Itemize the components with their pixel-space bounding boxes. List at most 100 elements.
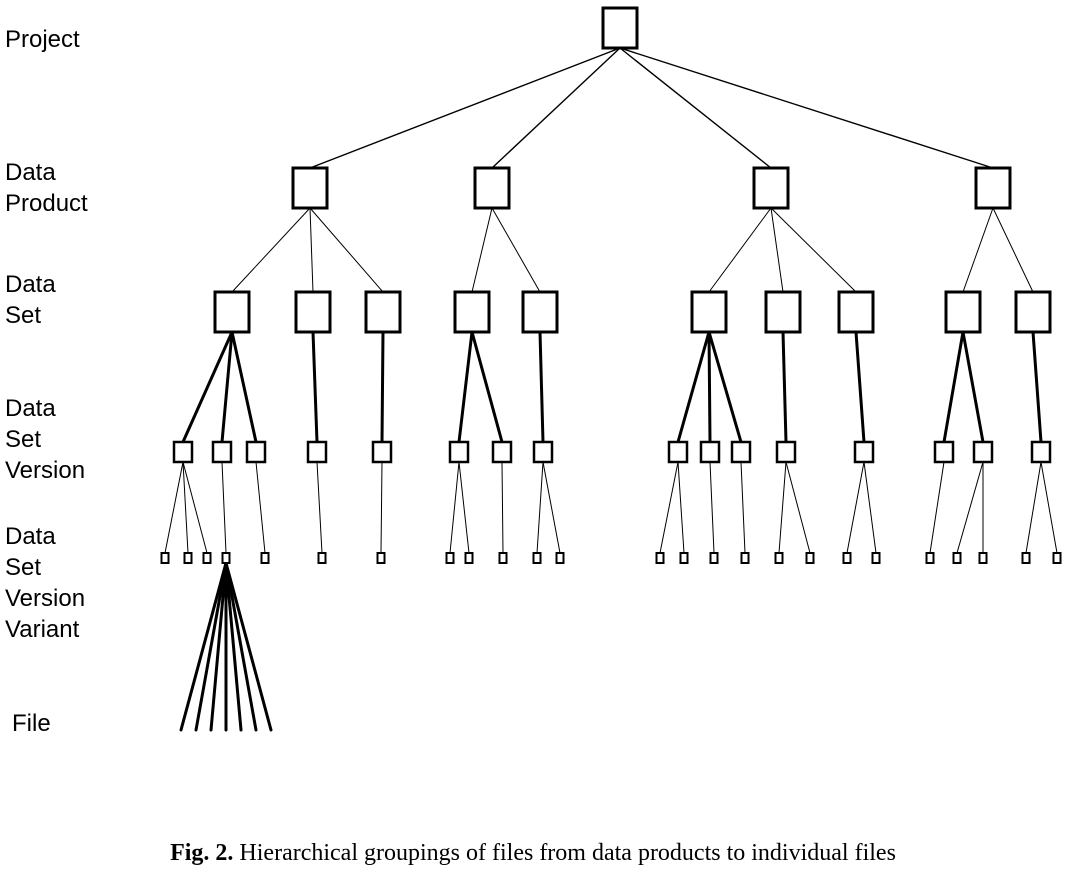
tree-edge: [942, 330, 965, 444]
tree-node: [667, 440, 689, 464]
tree-edge: [491, 207, 541, 293]
tree-node: [376, 552, 386, 564]
tree-node: [245, 440, 267, 464]
tree-edge: [380, 461, 383, 554]
tree-edge: [677, 461, 685, 554]
tree-edge: [863, 461, 877, 554]
tree-node: [774, 552, 784, 564]
tree-edge: [770, 207, 784, 293]
level-label-line: Data: [5, 395, 56, 422]
tree-node: [752, 166, 790, 210]
tree-edge: [255, 461, 266, 554]
tree-edge: [224, 561, 243, 732]
tree-node: [317, 552, 327, 564]
tree-node: [473, 166, 511, 210]
tree-node: [445, 552, 455, 564]
tree-edge: [708, 207, 772, 293]
tree-edge: [992, 207, 1034, 293]
tree-node: [740, 552, 750, 564]
tree-edge: [220, 330, 234, 444]
tree-edge: [311, 330, 319, 444]
tree-node: [730, 440, 752, 464]
tree-edge: [380, 330, 385, 444]
tree-node: [871, 552, 881, 564]
tree-edge: [961, 330, 985, 444]
tree-node: [371, 440, 393, 464]
tree-node: [260, 552, 270, 564]
level-label-line: Variant: [5, 616, 80, 643]
tree-edge: [309, 207, 314, 293]
tree-node: [448, 440, 470, 464]
tree-edge: [316, 461, 323, 554]
level-label-line: Data: [5, 523, 56, 550]
tree-edge: [542, 461, 561, 554]
tree-edges: [164, 47, 1058, 732]
tree-node: [1021, 552, 1031, 564]
tree-node: [294, 290, 332, 334]
tree-node: [952, 552, 962, 564]
tree-node: [842, 552, 852, 564]
figure-number: Fig. 2.: [170, 840, 234, 866]
tree-node: [933, 440, 955, 464]
tree-edge: [224, 561, 273, 732]
tree-node: [925, 552, 935, 564]
tree-nodes: [160, 6, 1062, 564]
tree-node: [655, 552, 665, 564]
tree-node: [775, 440, 797, 464]
tree-edge: [781, 330, 788, 444]
tree-node: [699, 440, 721, 464]
level-label-line: Project: [5, 26, 80, 53]
tree-edge: [457, 330, 474, 444]
tree-node: [853, 440, 875, 464]
tree-edge: [209, 561, 228, 732]
tree-node: [221, 552, 231, 564]
tree-node: [464, 552, 474, 564]
tree-edge: [491, 47, 621, 169]
tree-node: [521, 290, 559, 334]
tree-edge: [1031, 330, 1043, 444]
tree-node: [709, 552, 719, 564]
figure-caption-text: Hierarchical groupings of files from dat…: [239, 840, 896, 866]
tree-node: [978, 552, 988, 564]
tree-edge: [956, 461, 984, 554]
tree-edge: [1040, 461, 1058, 554]
tree-node: [202, 552, 212, 564]
tree-edge: [770, 207, 857, 293]
tree-edge: [309, 47, 621, 169]
tree-edge: [676, 330, 711, 444]
tree-node: [172, 440, 194, 464]
tree-node: [211, 440, 233, 464]
level-label-line: File: [12, 710, 51, 737]
level-label: Project: [5, 26, 80, 53]
tree-edge: [778, 461, 787, 554]
tree-edge: [659, 461, 679, 554]
tree-edge: [619, 47, 994, 169]
tree-edge: [309, 207, 384, 293]
tree-edge: [179, 561, 228, 732]
tree-edge: [536, 461, 544, 554]
tree-node: [1014, 290, 1052, 334]
tree-node: [690, 290, 728, 334]
level-label-line: Version: [5, 585, 85, 612]
tree-edge: [854, 330, 866, 444]
tree-edge: [707, 330, 712, 444]
tree-node: [491, 440, 513, 464]
level-label-line: Product: [5, 190, 88, 217]
tree-node: [1030, 440, 1052, 464]
level-label-line: Set: [5, 426, 41, 453]
tree-edge: [1025, 461, 1042, 554]
tree-node: [213, 290, 251, 334]
tree-node: [1052, 552, 1062, 564]
tree-node: [972, 440, 994, 464]
tree-edge: [449, 461, 460, 554]
tree-edge: [707, 330, 743, 444]
tree-node: [679, 552, 689, 564]
level-label-line: Data: [5, 159, 56, 186]
tree-edge: [231, 207, 311, 293]
tree-node: [974, 166, 1012, 210]
tree-edge: [962, 207, 994, 293]
